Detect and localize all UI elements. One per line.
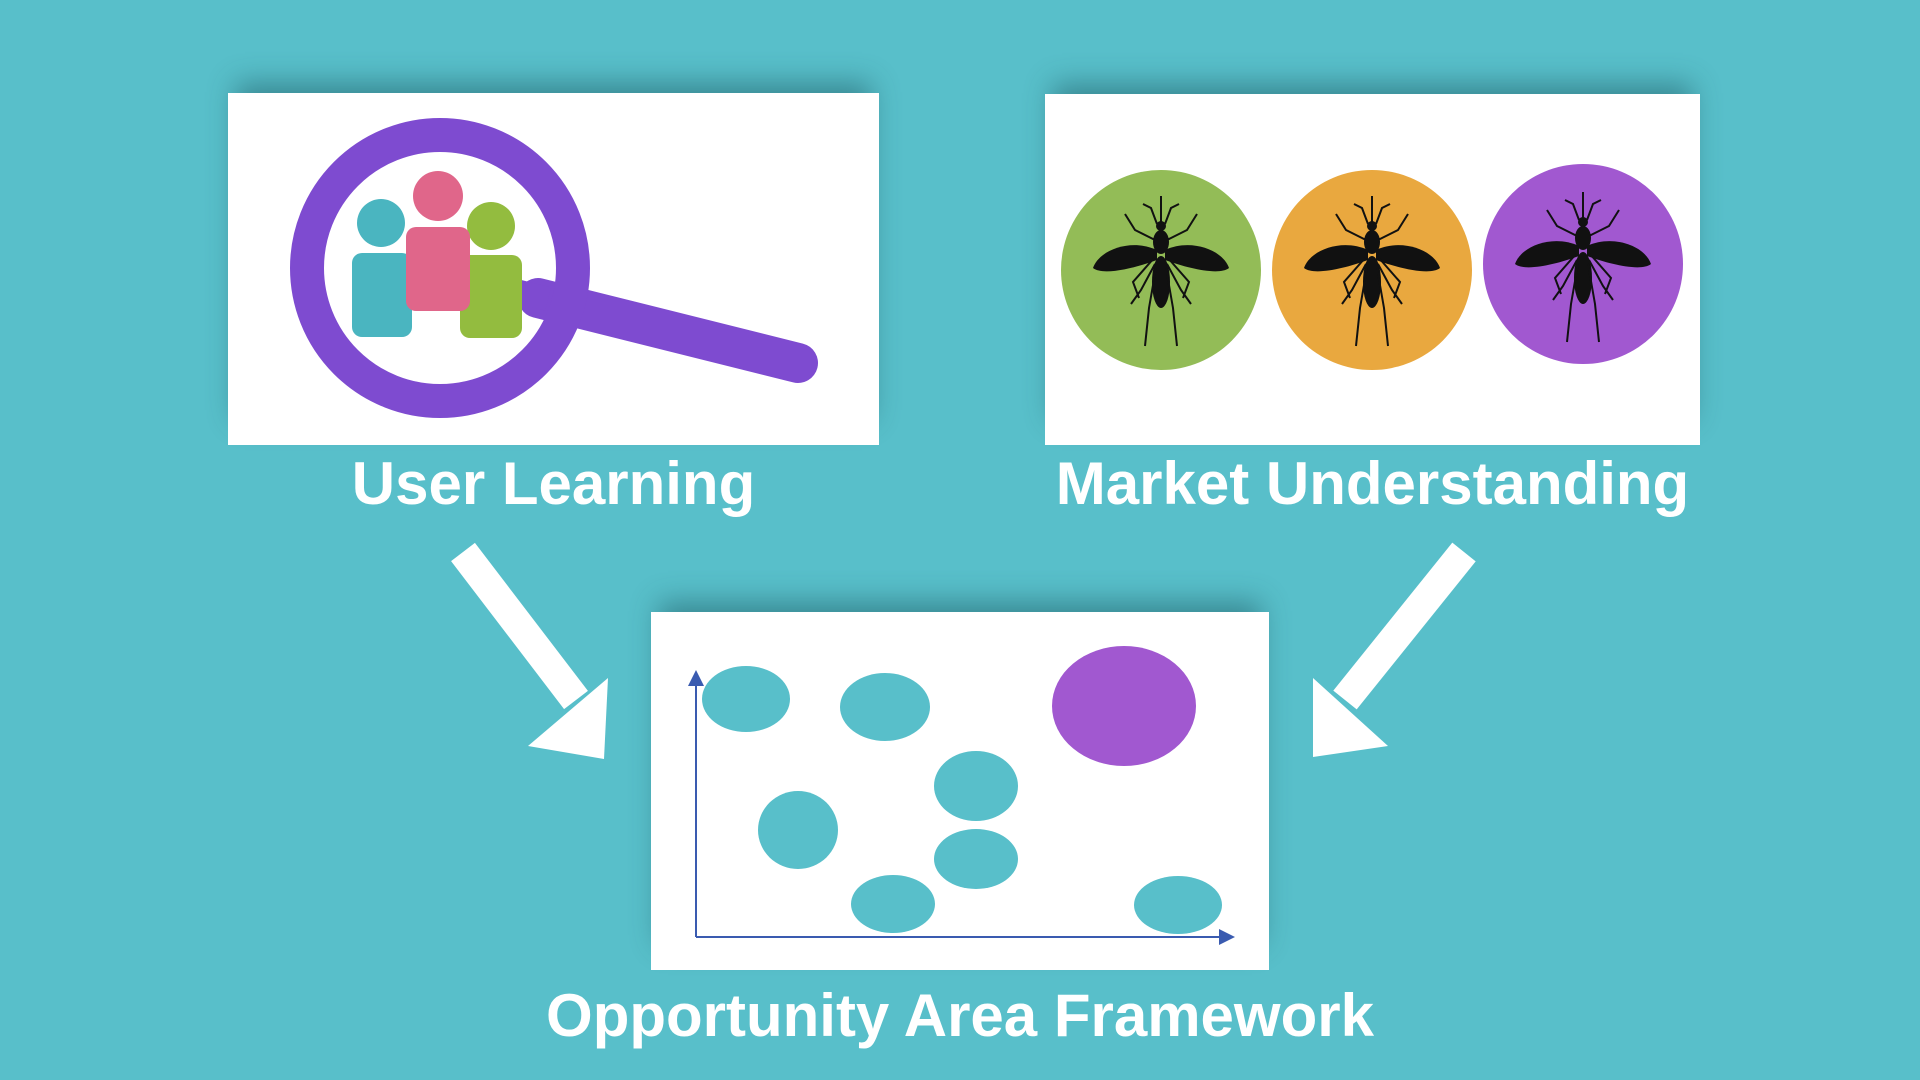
bubble: [702, 666, 790, 732]
mosquito-icon: [1483, 164, 1683, 364]
bubble: [1052, 646, 1196, 766]
arrow-down-left-icon: [1313, 542, 1476, 757]
user-learning-card: [228, 93, 879, 445]
opportunity-area-caption: Opportunity Area Framework: [546, 982, 1374, 1049]
bubble: [934, 829, 1018, 889]
bubble: [1134, 876, 1222, 934]
arrow-down-right-icon: [451, 542, 608, 759]
opportunity-area-card: [651, 612, 1269, 970]
magnifier-people-icon: [290, 118, 818, 418]
mosquito-icons: [1061, 164, 1683, 370]
bubble: [851, 875, 935, 933]
bubble: [840, 673, 930, 741]
bubble: [934, 751, 1018, 821]
mosquito-icon: [1272, 170, 1472, 370]
market-understanding-card: [1045, 94, 1700, 445]
mosquito-icon: [1061, 170, 1261, 370]
bubble-plot-icon: [688, 646, 1235, 945]
bubble: [758, 791, 838, 869]
user-learning-caption: User Learning: [351, 450, 756, 517]
market-understanding-caption: Market Understanding: [1055, 450, 1690, 517]
